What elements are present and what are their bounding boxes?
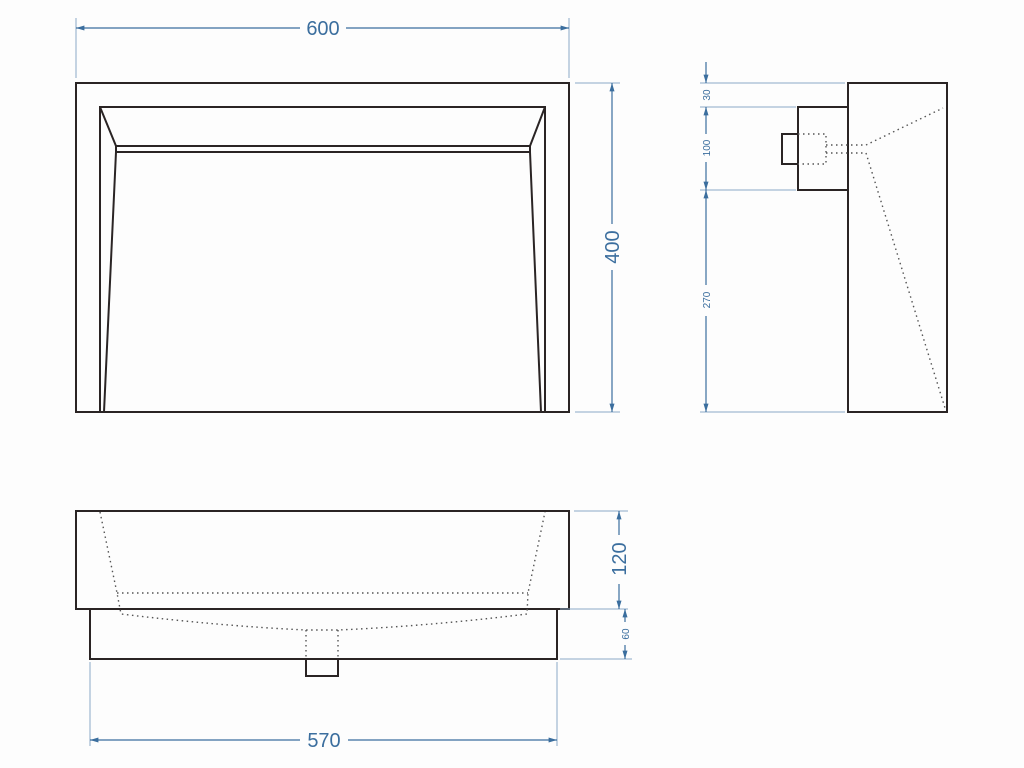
dimension-label: 30 xyxy=(702,89,713,101)
dimension-label: 60 xyxy=(621,628,632,640)
dimension-label: 120 xyxy=(609,542,631,575)
dimension-400: 400 xyxy=(575,82,624,413)
dimension-label: 100 xyxy=(702,139,713,156)
front-view xyxy=(75,510,570,677)
dimension-label: 600 xyxy=(306,18,339,40)
dimension-label: 570 xyxy=(307,730,340,752)
dimension-label: 400 xyxy=(602,230,624,263)
front-dimensions: 120 60 570 xyxy=(89,510,632,752)
dimension-label: 270 xyxy=(702,291,713,308)
side-view xyxy=(781,82,948,413)
top-view xyxy=(75,82,570,413)
dimension-600: 600 xyxy=(75,18,570,78)
side-dimensions: 30 100 270 xyxy=(700,62,845,413)
